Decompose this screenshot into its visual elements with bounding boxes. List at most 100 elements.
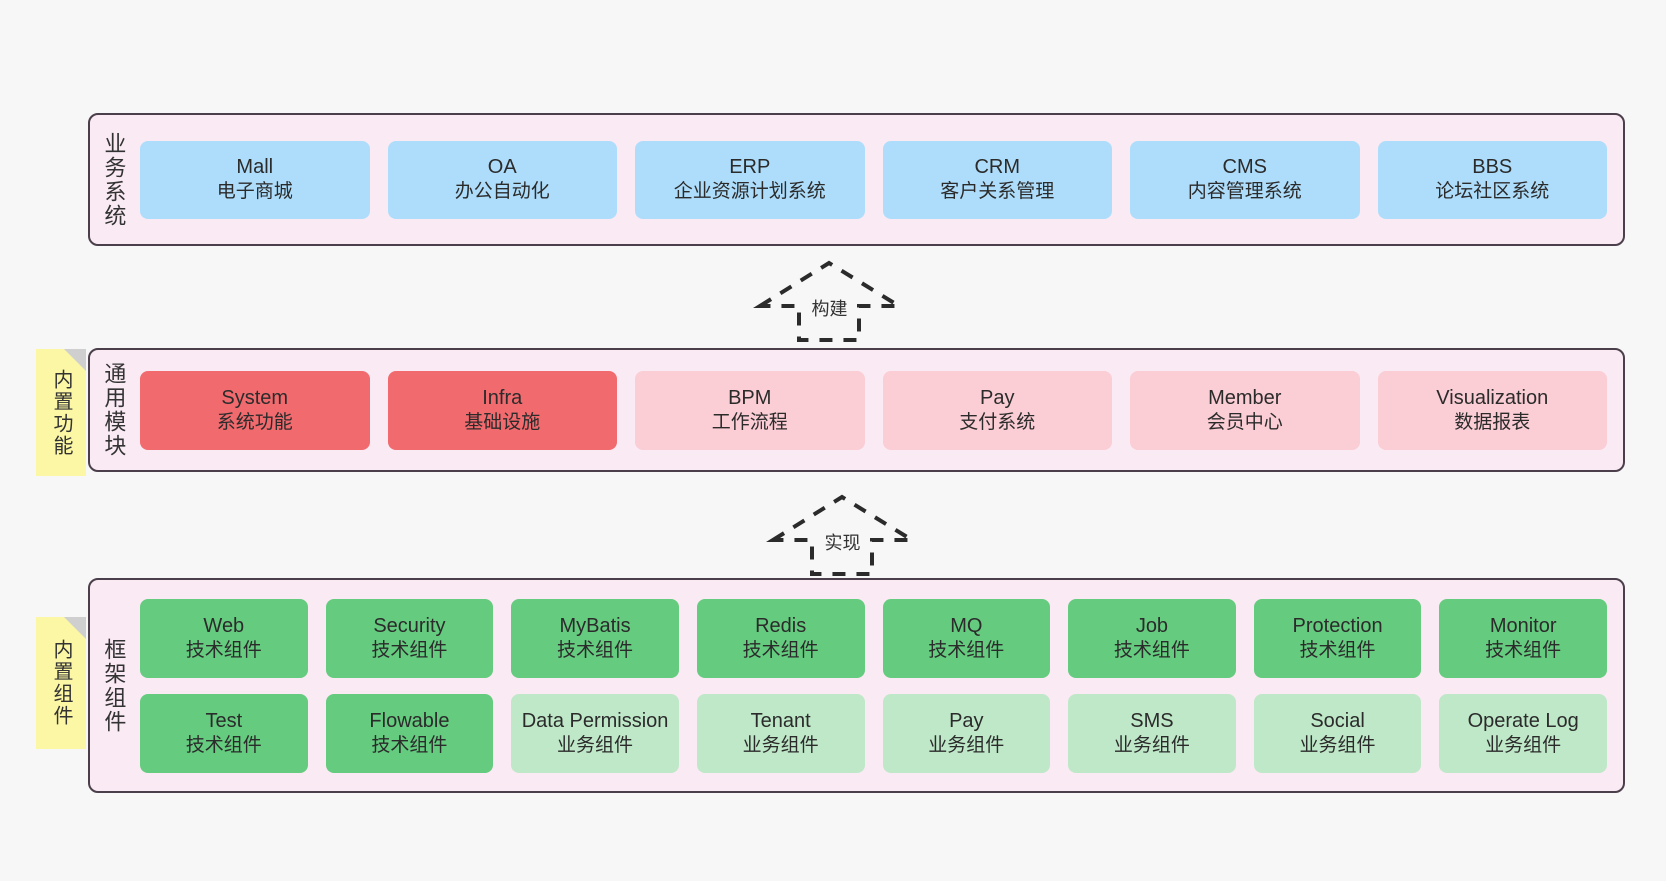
layer-common-module: 通用模块 System 系统功能 Infra 基础设施 BPM 工作流程 Pay… [88,348,1625,472]
card-subtitle: 技术组件 [742,639,819,661]
card-redis[interactable]: Redis 技术组件 [696,598,865,678]
card-title: Visualization [1436,386,1549,409]
card-title: Social [1310,709,1365,732]
card-title: Job [1135,614,1169,637]
card-title: ERP [729,156,771,179]
card-subtitle: 论坛社区系统 [1435,181,1550,203]
card-title: Tenant [750,709,811,732]
dashed-hollow-arrow-icon [753,260,907,342]
card-pay-biz[interactable]: Pay 业务组件 [882,693,1051,773]
card-title: Security [373,614,446,637]
card-subtitle: 技术组件 [185,734,262,756]
card-subtitle: 办公自动化 [454,181,550,203]
card-pay[interactable]: Pay 支付系统 [882,370,1112,450]
card-monitor[interactable]: Monitor 技术组件 [1439,598,1607,678]
card-job[interactable]: Job 技术组件 [1068,598,1236,678]
layer-body-business: Mall 电子商城 OA 办公自动化 ERP 企业资源计划系统 CRM 客户关系… [136,115,1623,244]
card-title: BBS [1472,156,1513,179]
card-erp[interactable]: ERP 企业资源计划系统 [635,140,865,219]
layer-label-business: 业务系统 [101,131,127,228]
layer-label-common: 通用模块 [101,362,127,458]
card-sms[interactable]: SMS 业务组件 [1068,693,1236,773]
card-row: Mall 电子商城 OA 办公自动化 ERP 企业资源计划系统 CRM 客户关系… [140,140,1607,219]
card-subtitle: 技术组件 [371,639,448,661]
card-subtitle: 企业资源计划系统 [673,181,826,203]
card-bpm[interactable]: BPM 工作流程 [635,370,865,450]
card-subtitle: 技术组件 [1113,639,1190,661]
card-title: System [221,386,289,409]
arrow-build: 构建 [753,258,907,343]
arrow-implement: 实现 [766,492,920,577]
card-protection[interactable]: Protection 技术组件 [1253,598,1422,678]
card-title: BPM [728,386,772,409]
card-tenant[interactable]: Tenant 业务组件 [696,693,865,773]
card-cms[interactable]: CMS 内容管理系统 [1130,140,1360,219]
card-infra[interactable]: Infra 基础设施 [387,370,617,450]
card-subtitle: 客户关系管理 [940,181,1055,203]
card-title: Test [205,709,243,732]
card-row: Test 技术组件 Flowable 技术组件 Data Permission … [140,693,1607,773]
card-crm[interactable]: CRM 客户关系管理 [882,140,1112,219]
note-label: 内置功能 [50,368,72,457]
card-visualization[interactable]: Visualization 数据报表 [1377,370,1607,450]
card-mybatis[interactable]: MyBatis 技术组件 [511,598,679,678]
card-data-permission[interactable]: Data Permission 业务组件 [511,693,679,773]
card-subtitle: 会员中心 [1206,411,1283,433]
folded-corner-icon [64,617,86,639]
card-title: SMS [1130,709,1174,732]
card-title: Redis [755,614,807,637]
card-title: Member [1208,386,1282,409]
card-row: System 系统功能 Infra 基础设施 BPM 工作流程 Pay 支付系统… [140,370,1607,450]
card-web[interactable]: Web 技术组件 [140,598,308,678]
card-title: Operate Log [1467,709,1579,732]
card-subtitle: 电子商城 [216,181,293,203]
card-subtitle: 基础设施 [464,411,541,433]
card-subtitle: 业务组件 [557,734,634,756]
card-subtitle: 系统功能 [216,411,293,433]
card-title: Flowable [369,709,450,732]
card-oa[interactable]: OA 办公自动化 [387,140,617,219]
card-subtitle: 工作流程 [711,411,788,433]
layer-label-framework: 框架组件 [101,637,127,734]
sticky-note-builtin-function: 内置功能 [36,349,86,476]
card-row: Web 技术组件 Security 技术组件 MyBatis 技术组件 Redi… [140,598,1607,678]
card-subtitle: 数据报表 [1454,411,1531,433]
card-system[interactable]: System 系统功能 [140,370,370,450]
card-title: MyBatis [559,614,631,637]
card-subtitle: 业务组件 [1113,734,1190,756]
card-subtitle: 技术组件 [185,639,262,661]
card-subtitle: 业务组件 [1485,734,1562,756]
card-title: CMS [1222,156,1267,179]
card-operate-log[interactable]: Operate Log 业务组件 [1439,693,1607,773]
layer-body-common: System 系统功能 Infra 基础设施 BPM 工作流程 Pay 支付系统… [136,350,1623,470]
card-subtitle: 技术组件 [928,639,1005,661]
card-subtitle: 技术组件 [371,734,448,756]
card-subtitle: 业务组件 [1299,734,1376,756]
folded-corner-icon [64,349,86,371]
card-mall[interactable]: Mall 电子商城 [140,140,370,219]
card-title: Monitor [1489,614,1557,637]
card-subtitle: 支付系统 [959,411,1036,433]
layer-business-system: 业务系统 Mall 电子商城 OA 办公自动化 ERP 企业资源计划系统 CRM… [88,113,1625,246]
card-subtitle: 技术组件 [1485,639,1562,661]
layer-framework-component: 框架组件 Web 技术组件 Security 技术组件 MyBatis 技术组件… [88,578,1625,793]
card-bbs[interactable]: BBS 论坛社区系统 [1377,140,1607,219]
card-member[interactable]: Member 会员中心 [1130,370,1360,450]
dashed-hollow-arrow-icon [766,494,920,576]
card-mq[interactable]: MQ 技术组件 [882,598,1051,678]
card-subtitle: 技术组件 [1299,639,1376,661]
card-subtitle: 技术组件 [557,639,634,661]
card-subtitle: 业务组件 [928,734,1005,756]
card-title: Pay [980,386,1015,409]
card-title: CRM [974,156,1021,179]
card-title: MQ [950,614,983,637]
card-social[interactable]: Social 业务组件 [1253,693,1422,773]
card-subtitle: 业务组件 [742,734,819,756]
card-security[interactable]: Security 技术组件 [325,598,494,678]
note-label: 内置组件 [50,639,72,727]
card-flowable[interactable]: Flowable 技术组件 [325,693,494,773]
card-title: Infra [482,386,523,409]
card-title: Protection [1292,614,1383,637]
card-test[interactable]: Test 技术组件 [140,693,308,773]
